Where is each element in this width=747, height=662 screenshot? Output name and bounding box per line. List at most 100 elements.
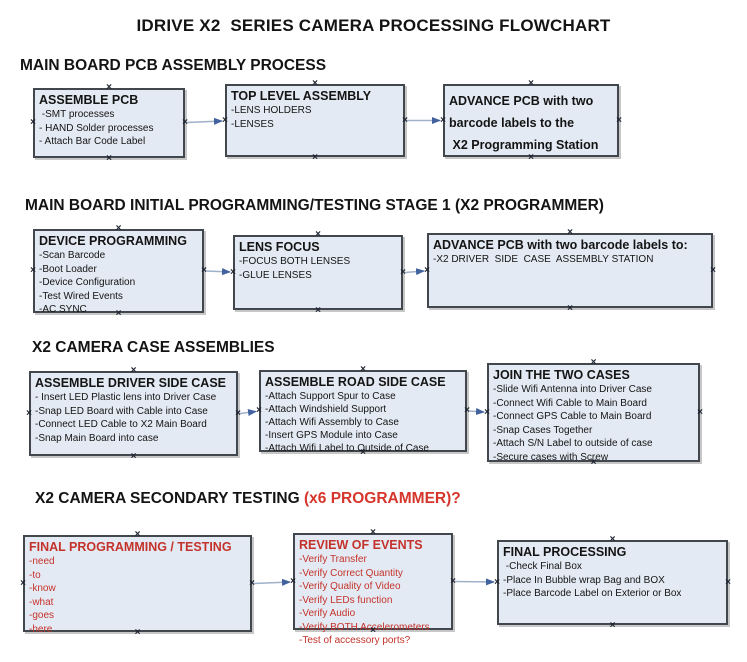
box-item: -goes xyxy=(29,610,55,621)
connection-marker-icon: × xyxy=(616,114,622,126)
connection-marker-icon: × xyxy=(484,406,490,418)
connector-arrow xyxy=(454,578,495,586)
box-item: -Insert GPS Module into Case xyxy=(265,430,398,442)
box-item: -Attach Wifi Label to Outside of Case xyxy=(265,443,429,455)
box-item: -Attach Support Spur to Case xyxy=(265,391,396,402)
connection-marker-icon: × xyxy=(312,78,318,89)
section-heading-red-part: (x6 PROGRAMMER)? xyxy=(304,490,461,507)
box-item: -Attach Windshield Support xyxy=(265,404,387,416)
box-item: -Verify Audio xyxy=(299,608,356,619)
box-item: -SMT processes xyxy=(39,109,115,120)
connection-marker-icon: × xyxy=(20,577,26,589)
section-heading-initial-programming: MAIN BOARD INITIAL PROGRAMMING/TESTING S… xyxy=(25,197,604,214)
section-heading-pcb-assembly: MAIN BOARD PCB ASSEMBLY PROCESS xyxy=(20,57,327,74)
box-item: -Test Wired Events xyxy=(39,290,123,302)
connection-marker-icon: × xyxy=(134,627,141,638)
connection-marker-icon: × xyxy=(201,265,207,276)
connection-marker-icon: × xyxy=(609,534,616,545)
box-item: -GLUE LENSES xyxy=(239,269,312,281)
box-title: FINAL PROCESSING xyxy=(503,545,627,559)
connection-marker-icon: × xyxy=(182,117,188,128)
flow-box-lens-focus: LENS FOCUS -FOCUS BOTH LENSES -GLUE LENS… xyxy=(230,230,406,316)
connection-marker-icon: × xyxy=(30,117,36,128)
flow-box-assemble-pcb: ASSEMBLE PCB -SMT processes - HAND Solde… xyxy=(30,83,188,164)
box-item: -Place Barcode Label on Exterior or Box xyxy=(503,588,682,599)
box-item: -Verify Correct Quantity xyxy=(299,567,403,579)
section-heading-black-part: X2 CAMERA SECONDARY TESTING xyxy=(35,490,304,507)
box-item: -Boot Loader xyxy=(39,263,97,275)
box-item: -know xyxy=(29,583,56,594)
flow-box-join-the-two-cases: JOIN THE TWO CASES -Slide Wifi Antenna i… xyxy=(484,358,703,468)
connection-marker-icon: × xyxy=(106,153,112,164)
connection-marker-icon: × xyxy=(360,447,366,458)
box-item: -Attach Wifi Assembly to Case xyxy=(265,417,399,429)
box-item: -AC SYNC xyxy=(39,304,87,315)
connection-marker-icon: × xyxy=(115,308,122,319)
connection-marker-icon: × xyxy=(312,152,318,163)
box-item: -Verify BOTH Accelerometers xyxy=(299,621,430,633)
connection-marker-icon: × xyxy=(315,305,321,316)
connection-marker-icon: × xyxy=(130,365,137,376)
section-heading-secondary-testing: X2 CAMERA SECONDARY TESTING (x6 PROGRAMM… xyxy=(35,490,461,508)
box-item: -Place In Bubble wrap Bag and BOX xyxy=(503,574,665,586)
connection-marker-icon: × xyxy=(370,625,376,636)
box-item: -LENS HOLDERS xyxy=(231,105,312,116)
box-item: -Test of accessory ports? xyxy=(299,635,411,646)
box-item: -Snap Main Board into case xyxy=(35,432,159,444)
connection-marker-icon: × xyxy=(440,114,446,126)
connection-marker-icon: × xyxy=(494,576,500,588)
connection-marker-icon: × xyxy=(370,527,376,538)
flow-box-final-processing: FINAL PROCESSING -Check Final Box -Place… xyxy=(494,535,731,631)
connection-marker-icon: × xyxy=(450,575,456,587)
flow-box-assemble-road-side-case: ASSEMBLE ROAD SIDE CASE -Attach Support … xyxy=(256,365,470,458)
box-item: - HAND Solder processes xyxy=(39,122,154,134)
flow-box-device-programming: DEVICE PROGRAMMING -Scan Barcode -Boot L… xyxy=(30,224,207,319)
box-item: -Scan Barcode xyxy=(39,250,106,261)
page-title: IDRIVE X2 SERIES CAMERA PROCESSING FLOWC… xyxy=(136,16,611,35)
box-item: -LENSES xyxy=(231,118,274,130)
box-title: FINAL PROGRAMMING / TESTING xyxy=(29,540,232,554)
box-item: - Attach Bar Code Label xyxy=(39,136,146,147)
connection-marker-icon: × xyxy=(725,576,731,588)
box-item: -Connect LED Cable to X2 Main Board xyxy=(35,419,207,430)
box-item: -FOCUS BOTH LENSES xyxy=(239,256,351,267)
box-item: -to xyxy=(29,569,41,581)
box-item: -here xyxy=(29,623,53,635)
connector-arrow xyxy=(253,578,291,586)
connection-marker-icon: × xyxy=(400,266,406,278)
box-item: -Verify LEDs function xyxy=(299,594,393,606)
connection-marker-icon: × xyxy=(230,266,236,278)
connection-marker-icon: × xyxy=(710,264,716,276)
connection-marker-icon: × xyxy=(528,78,534,89)
connection-marker-icon: × xyxy=(315,229,321,240)
connection-marker-icon: × xyxy=(590,457,597,468)
connection-marker-icon: × xyxy=(235,407,241,419)
box-item: -Secure cases with Screw xyxy=(493,451,609,463)
connection-marker-icon: × xyxy=(402,114,408,126)
connection-marker-icon: × xyxy=(464,405,470,416)
box-title: ADVANCE PCB with two barcode labels to: xyxy=(433,238,688,252)
box-item: -Attach S/N Label to outside of case xyxy=(493,438,653,449)
connection-marker-icon: × xyxy=(528,152,534,163)
connection-marker-icon: × xyxy=(697,406,703,418)
connection-marker-icon: × xyxy=(222,114,228,126)
connection-marker-icon: × xyxy=(115,223,122,234)
box-item: -Verify Quality of Video xyxy=(299,581,401,592)
connection-marker-icon: × xyxy=(567,227,573,238)
connection-marker-icon: × xyxy=(424,264,430,276)
flow-box-advance-pcb-programming-station: ADVANCE PCB with two barcode labels to t… xyxy=(440,79,622,163)
connection-marker-icon: × xyxy=(590,357,597,368)
box-title: ASSEMBLE PCB xyxy=(39,93,139,107)
connection-marker-icon: × xyxy=(26,407,32,419)
connection-marker-icon: × xyxy=(134,529,141,540)
flow-box-top-level-assembly: TOP LEVEL ASSEMBLY -LENS HOLDERS -LENSES… xyxy=(222,79,408,163)
box-title: ASSEMBLE ROAD SIDE CASE xyxy=(265,375,446,389)
box-item: -Slide Wifi Antenna into Driver Case xyxy=(493,384,652,395)
connection-marker-icon: × xyxy=(256,405,262,416)
box-item: -Snap LED Board with Cable into Case xyxy=(35,405,208,417)
box-title: ADVANCE PCB with two barcode labels to t… xyxy=(449,94,599,152)
flow-box-final-programming-testing: FINAL PROGRAMMING / TESTING -need -to -k… xyxy=(20,530,255,638)
box-title: ASSEMBLE DRIVER SIDE CASE xyxy=(35,376,227,390)
box-title: JOIN THE TWO CASES xyxy=(493,368,630,382)
